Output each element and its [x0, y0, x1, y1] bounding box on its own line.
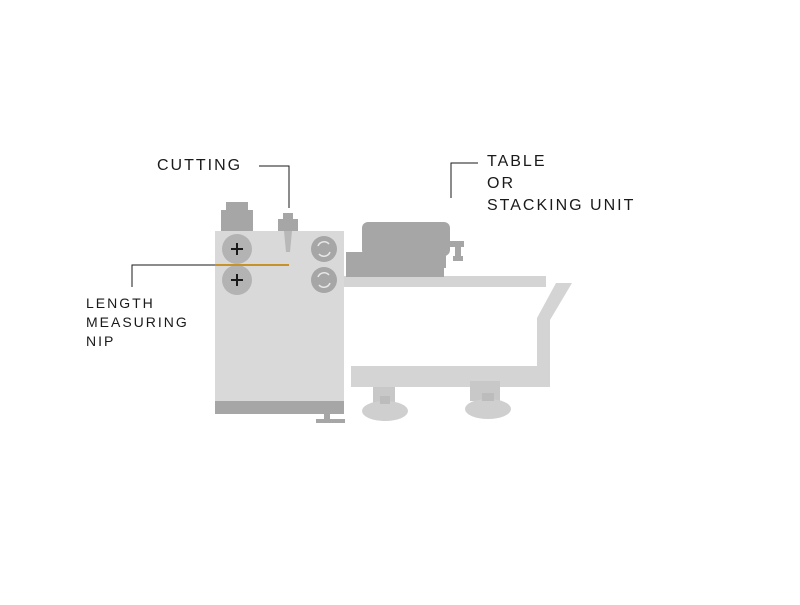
cutting-leader-line: [259, 165, 290, 208]
knife-blade: [284, 231, 292, 252]
caster-right-stem: [482, 393, 494, 401]
caster-left-wheel: [362, 401, 408, 421]
machine-body: [215, 202, 345, 423]
cart-handle: [537, 283, 572, 387]
length-measuring-nip-label: LENGTH MEASURING NIP: [86, 294, 189, 351]
cutter-motor-body: [221, 210, 253, 231]
feed-roller-top: [311, 236, 337, 262]
length-leader-line: [131, 264, 215, 287]
machine-foot-pad: [316, 419, 345, 423]
cart-base-frame: [351, 366, 550, 387]
stacking-unit-tip: [453, 256, 463, 261]
stacking-unit-arm: [446, 241, 464, 247]
cutting-label-text: CUTTING: [157, 157, 243, 174]
table-label: TABLE OR STACKING UNIT: [487, 151, 635, 217]
table-label-line: TABLE: [487, 153, 547, 170]
rotation-icon: [317, 271, 331, 289]
stacking-unit-side-block: [440, 238, 446, 268]
knife-holder: [278, 219, 298, 231]
length-label-line: NIP: [86, 333, 116, 349]
caster-left-stem: [380, 396, 390, 404]
cutter-motor-cap: [226, 202, 248, 210]
machine-base: [215, 401, 344, 414]
table-label-line: STACKING UNIT: [487, 197, 636, 214]
length-label-line: LENGTH: [86, 295, 155, 311]
knife-holder-top: [283, 213, 293, 219]
length-label-line: MEASURING: [86, 314, 189, 330]
stacking-unit-body: [346, 252, 444, 277]
stacking-table: [344, 276, 572, 421]
table-top: [344, 276, 546, 287]
cutting-label: CUTTING: [157, 155, 242, 177]
caster-right-wheel: [465, 399, 511, 419]
plus-icon: [231, 243, 243, 255]
table-leader-line: [450, 162, 478, 198]
stacking-unit-top: [362, 222, 450, 256]
table-label-line: OR: [487, 175, 515, 192]
stacking-unit-nozzle: [455, 247, 461, 257]
feed-roller-bottom: [311, 267, 337, 293]
machine-foot-stem: [324, 414, 330, 420]
stacking-unit: [346, 222, 464, 277]
rotation-icon: [317, 240, 331, 258]
plus-icon: [231, 274, 243, 286]
